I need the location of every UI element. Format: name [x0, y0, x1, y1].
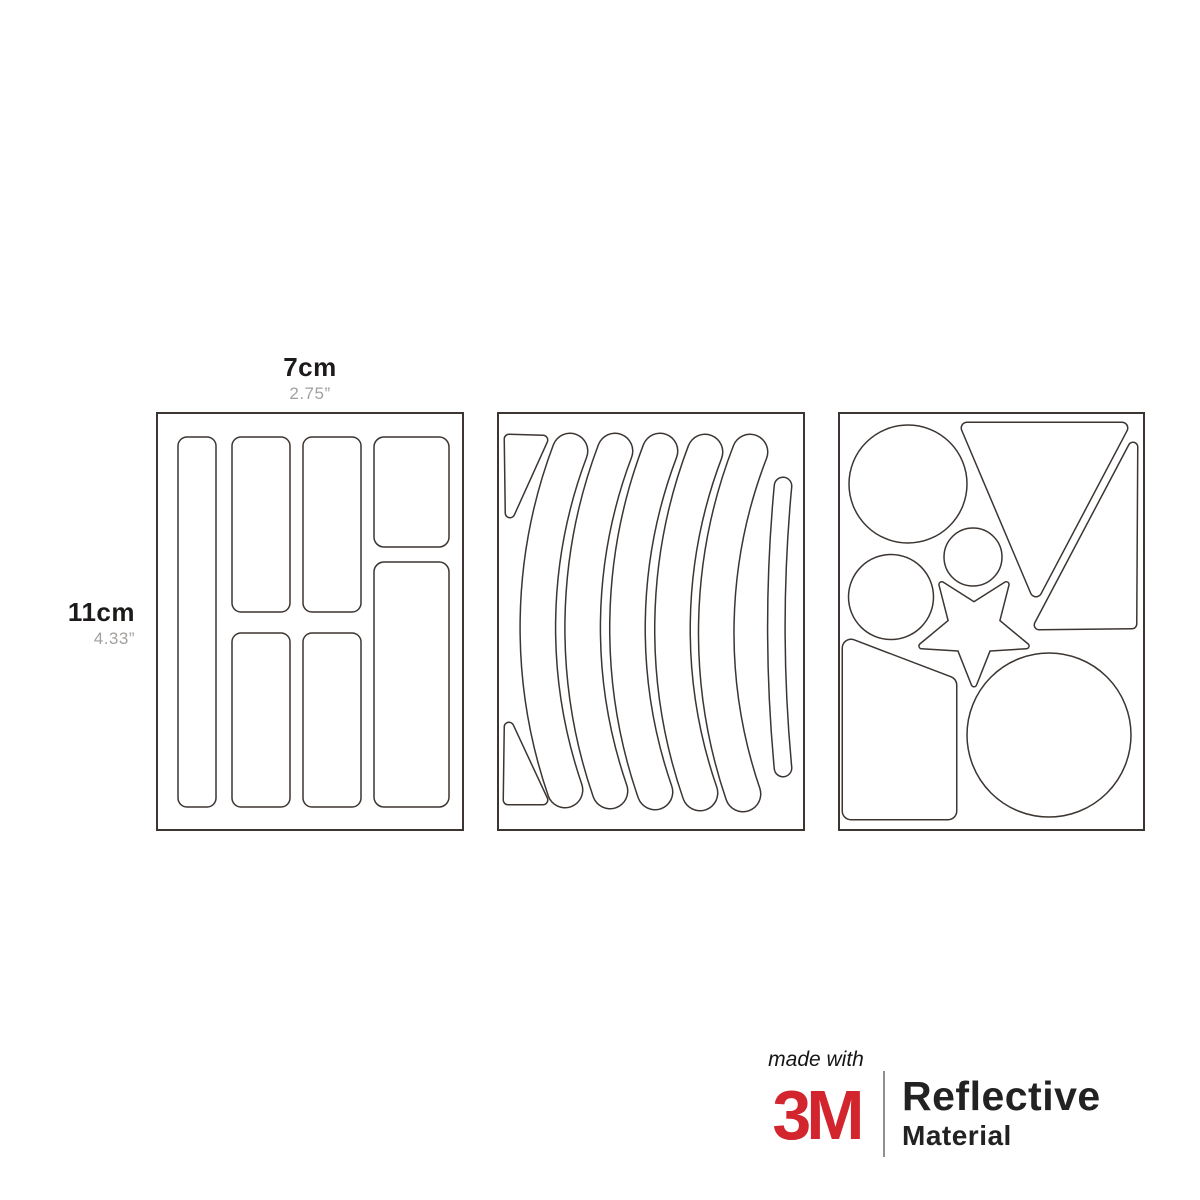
strip-col2-bottom: [231, 632, 291, 808]
brand-product-line2: Material: [902, 1120, 1012, 1151]
width-dimension: 7cm 2.75”: [157, 352, 463, 404]
strip-tall-left: [177, 436, 217, 808]
circle-small-center: [943, 527, 1003, 587]
height-metric-label: 11cm: [67, 597, 135, 627]
brand-divider: [883, 1071, 885, 1157]
circle-large-top: [848, 424, 968, 544]
sheet3-border: [838, 412, 1145, 831]
made-with-label: made with: [768, 1048, 864, 1071]
width-imperial-label: 2.75”: [289, 383, 331, 403]
sheet2-border: [497, 412, 805, 831]
width-metric-label: 7cm: [283, 352, 337, 382]
sheet-curved-strips: [497, 412, 805, 831]
circle-large-bottom: [966, 652, 1132, 818]
strip-col3-top: [302, 436, 362, 613]
rect-col4-top: [373, 436, 450, 548]
height-imperial-label: 4.33”: [93, 628, 135, 648]
strip-col2-top: [231, 436, 291, 613]
brand-product-line1: Reflective: [902, 1073, 1101, 1119]
sheet-strips: [156, 412, 464, 831]
rect-col4-bottom: [373, 561, 450, 808]
circle-medium-left: [847, 553, 935, 641]
sheet1-border: [156, 412, 464, 831]
sheet-shapes: [838, 412, 1145, 831]
3m-logo: 3M: [772, 1076, 864, 1154]
height-dimension: 11cm 4.33”: [20, 597, 135, 649]
strip-col3-bottom: [302, 632, 362, 808]
